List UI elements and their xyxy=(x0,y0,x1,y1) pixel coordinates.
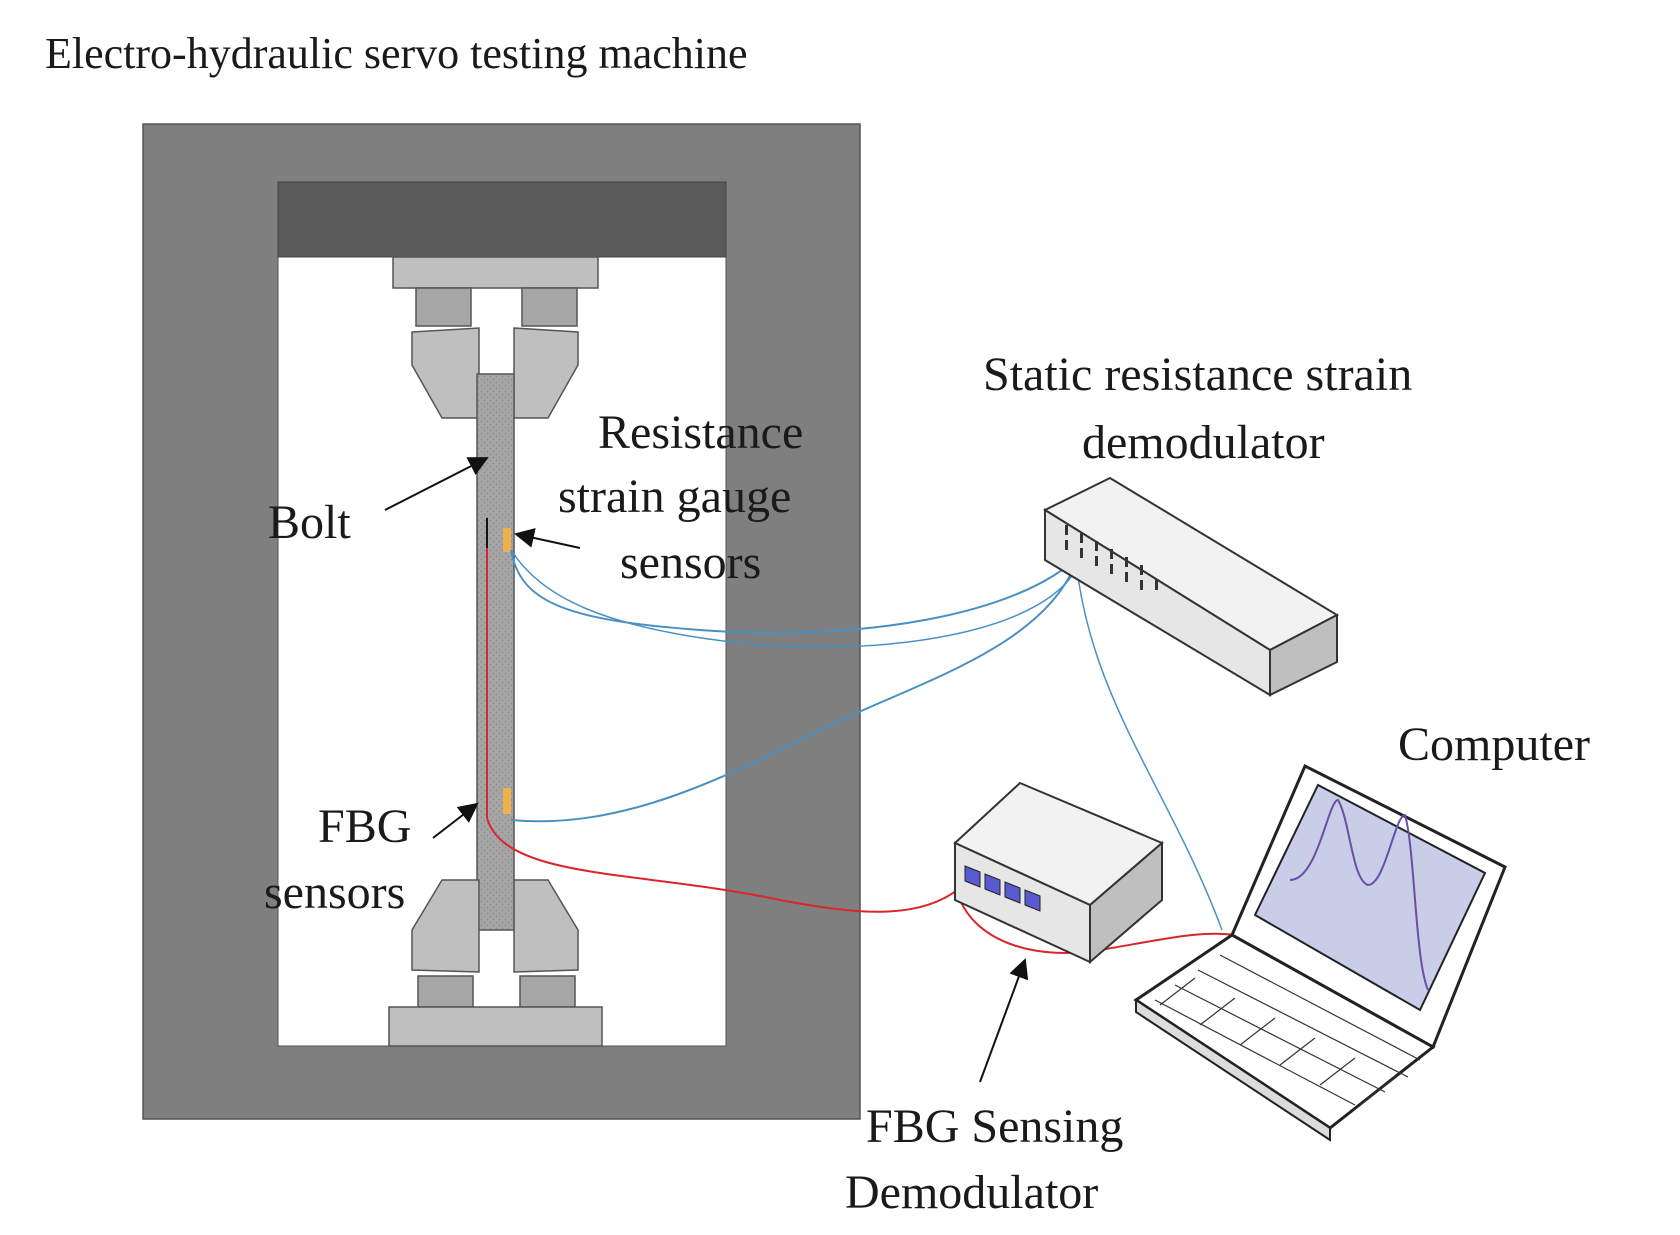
fbg-sensing-demodulator xyxy=(953,781,1164,965)
upper-grip xyxy=(392,256,599,419)
fbg-demodulator-keypad xyxy=(964,865,1041,912)
cables xyxy=(486,548,1236,954)
testing-machine xyxy=(142,123,861,1120)
fbg-demodulator-label-line2: Demodulator xyxy=(845,1166,1098,1219)
resistance-gauge-arrow xyxy=(514,528,581,549)
computer-label: Computer xyxy=(1398,718,1590,771)
laptop-keys xyxy=(1154,954,1421,1106)
bolt-arrow xyxy=(384,457,489,511)
fiber-cable-to-fbg-demodulator xyxy=(486,817,961,913)
resistance-gauge-upper xyxy=(503,528,511,552)
fbg-sensors-label-line1: FBG xyxy=(318,800,411,853)
fbg-sensors-label-line2: sensors xyxy=(264,866,405,919)
fbg-sensor-arrow xyxy=(432,802,479,839)
bolt-label: Bolt xyxy=(268,496,351,549)
strain-cable-upper xyxy=(510,549,1081,634)
strain-cable-upper-b xyxy=(510,549,1077,648)
fbg-demodulator-label-line1: FBG Sensing xyxy=(866,1100,1123,1153)
resistance-gauge-label-line2: strain gauge xyxy=(558,470,791,523)
strain-cable-to-computer xyxy=(1075,559,1223,931)
laptop-screen xyxy=(1253,783,1487,1012)
laptop-computer xyxy=(1133,763,1507,1142)
spectrum-curve xyxy=(1289,798,1429,991)
static-resistance-strain-demodulator xyxy=(1042,476,1340,697)
strain-cable-lower xyxy=(510,564,1076,823)
upper-crosshead xyxy=(277,181,727,258)
resistance-gauge-label-line1: Resistance xyxy=(598,406,803,459)
static-demodulator-label-line2: demodulator xyxy=(1082,416,1325,469)
resistance-gauge-label-line3: sensors xyxy=(620,536,761,589)
fbg-demodulator-arrow xyxy=(979,958,1029,1083)
resistance-gauge-lower xyxy=(503,788,511,814)
static-demodulator-label-line1: Static resistance strain xyxy=(983,348,1412,401)
lower-grip xyxy=(388,879,603,1047)
page-title: Electro-hydraulic servo testing machine xyxy=(45,29,748,78)
pointer-arrows xyxy=(384,457,1029,1083)
